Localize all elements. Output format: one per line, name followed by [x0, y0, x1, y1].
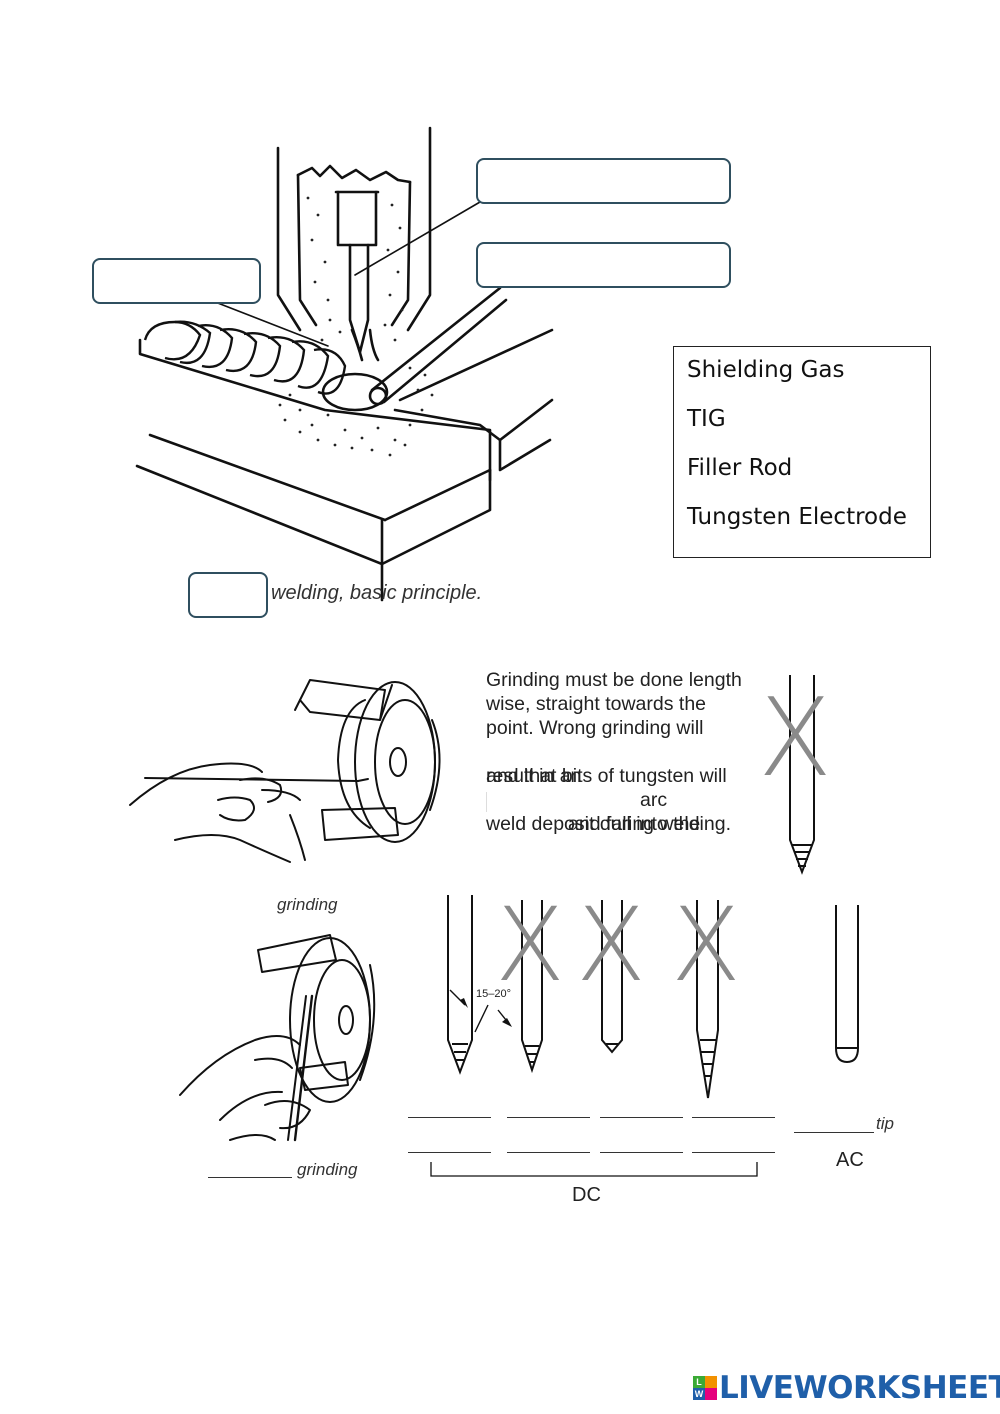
- answer-box-tungsten-electrode[interactable]: [476, 158, 731, 204]
- tip-label: tip: [876, 1114, 894, 1133]
- figure1-caption: welding, basic principle.: [271, 582, 483, 604]
- paragraph-line: and that bits of tungsten will: [486, 765, 727, 787]
- shielding-gas-dots: [278, 196, 434, 457]
- paragraph-line: and fall into the: [568, 813, 701, 835]
- word-bank: Shielding Gas TIG Filler Rod Tungsten El…: [673, 346, 931, 558]
- tig-welding-illustration: [135, 126, 554, 602]
- paragraph-line: point. Wrong grinding will: [486, 717, 704, 739]
- grinding-label-bottom: grinding: [297, 1160, 358, 1179]
- grinding-paragraph: Grinding must be done length wise, strai…: [486, 668, 756, 836]
- word-bank-item: TIG: [687, 406, 726, 432]
- angle-label: 15–20°: [476, 988, 511, 1000]
- paragraph-line: result in an: [486, 765, 582, 787]
- logo-icon-cell: W: [693, 1388, 705, 1400]
- logo-icon: L W: [693, 1376, 717, 1400]
- fill-blank-line[interactable]: [507, 1152, 590, 1153]
- answer-box-filler-rod[interactable]: [476, 242, 731, 288]
- paragraph-line: weld deposit during welding.: [486, 813, 731, 835]
- fill-blank-line[interactable]: [600, 1117, 683, 1118]
- ac-label: AC: [836, 1149, 864, 1171]
- word-bank-item: Shielding Gas: [687, 357, 845, 383]
- fill-blank-line[interactable]: [600, 1152, 683, 1153]
- wrong-mark-x: X: [671, 886, 741, 1005]
- wrong-mark-x: X: [495, 886, 565, 1005]
- fill-blank-line[interactable]: [507, 1117, 590, 1118]
- grinding-label-top: grinding: [277, 895, 338, 914]
- fill-blank-tungsten[interactable]: [486, 792, 567, 812]
- fill-blank-line[interactable]: [408, 1117, 491, 1118]
- dc-label: DC: [572, 1184, 601, 1206]
- logo-text: LIVEWORKSHEETS: [719, 1370, 1000, 1406]
- answer-box-process-name[interactable]: [188, 572, 268, 618]
- word-bank-item: Filler Rod: [687, 455, 793, 481]
- answer-box-shielding-gas[interactable]: [92, 258, 261, 304]
- fill-blank-line[interactable]: [408, 1152, 491, 1153]
- fill-blank-line[interactable]: [692, 1152, 775, 1153]
- wrong-mark-x: X: [576, 886, 646, 1005]
- logo-icon-cell: L: [693, 1376, 705, 1388]
- fill-blank-arc[interactable]: [583, 768, 651, 788]
- liveworksheets-logo: L W LIVEWORKSHEETS: [693, 1370, 1000, 1406]
- paragraph-line: arc: [640, 789, 668, 811]
- fill-blank-tip[interactable]: [794, 1132, 874, 1133]
- paragraph-line: Grinding must be done length: [486, 669, 742, 691]
- paragraph-line: wise, straight towards the: [486, 693, 707, 715]
- fill-blank-grinding[interactable]: [208, 1177, 292, 1178]
- wrong-mark-x: X: [758, 676, 832, 801]
- fill-blank-line[interactable]: [692, 1117, 775, 1118]
- word-bank-item: Tungsten Electrode: [687, 504, 907, 530]
